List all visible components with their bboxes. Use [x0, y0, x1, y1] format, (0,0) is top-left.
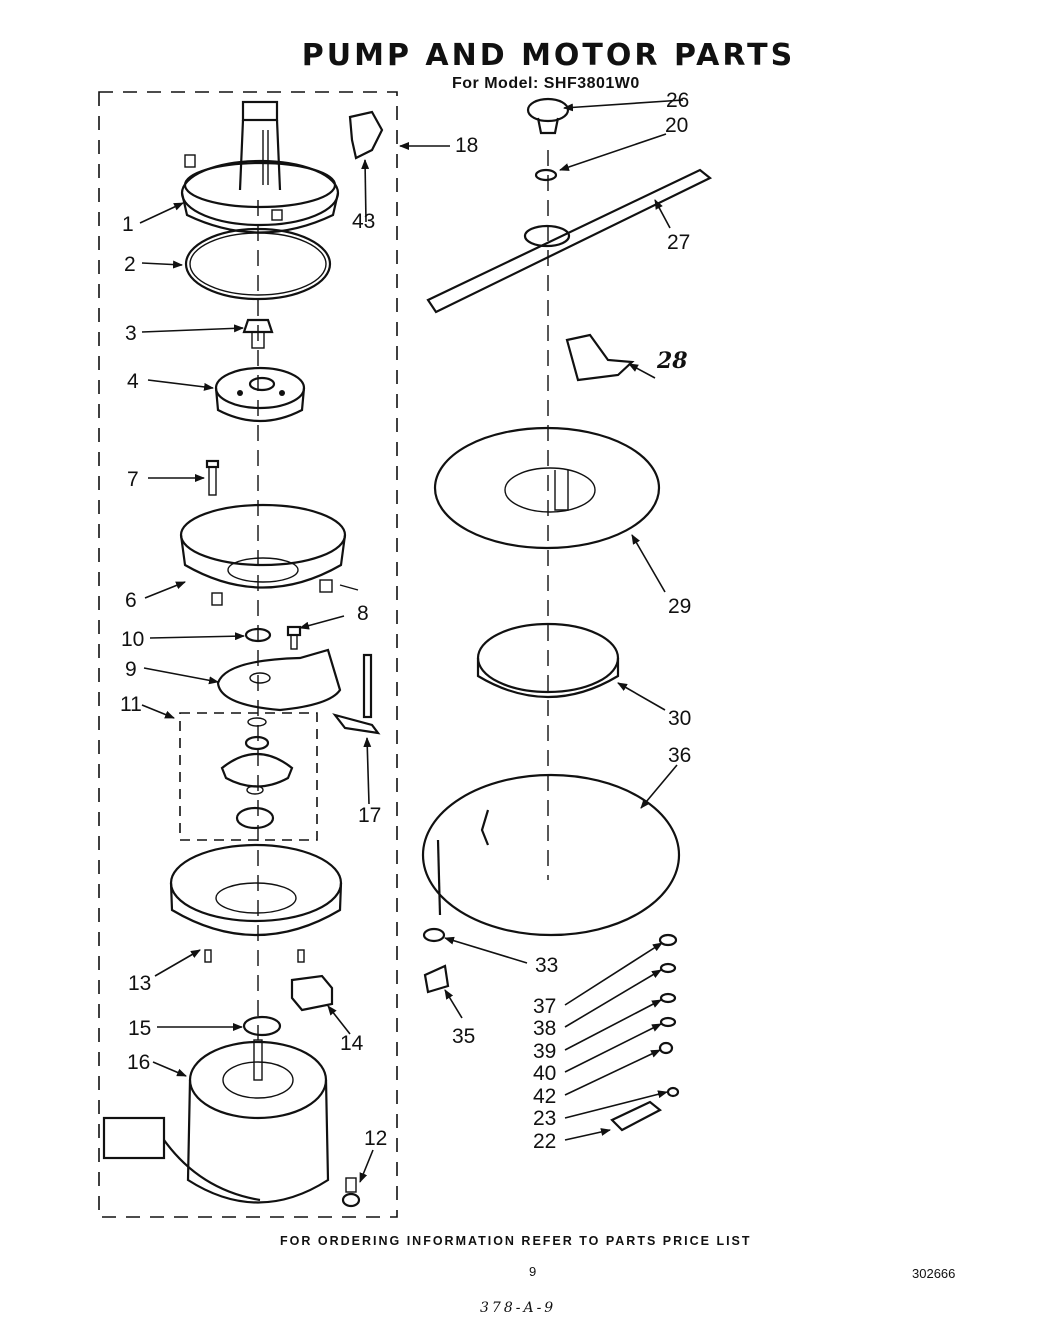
callout-29: 29 [668, 595, 691, 618]
callout-9: 9 [125, 658, 137, 681]
callout-35: 35 [452, 1025, 475, 1048]
ordering-note: FOR ORDERING INFORMATION REFER TO PARTS … [280, 1234, 752, 1248]
callout-30: 30 [668, 707, 691, 730]
part-pump-base-illustration [179, 503, 359, 606]
callout-36: 36 [668, 744, 691, 767]
callout-42: 42 [533, 1085, 556, 1108]
part-washer-15-illustration [242, 1015, 282, 1037]
callout-16: 16 [127, 1051, 150, 1074]
part-deflector-illustration [565, 333, 635, 382]
part-disk-illustration [214, 366, 306, 423]
part-bracket-illustration [423, 964, 450, 994]
callout-22: 22 [533, 1130, 556, 1153]
callout-1: 1 [122, 213, 134, 236]
part-terminal-illustration [610, 1100, 662, 1132]
callout-38: 38 [533, 1017, 556, 1040]
leader-lines [139, 99, 684, 1183]
callout-17: 17 [358, 804, 381, 827]
part-motor-illustration [102, 1039, 330, 1204]
part-ring-illustration [476, 622, 620, 698]
part-cap-illustration [526, 97, 570, 135]
document-number: 302666 [912, 1266, 956, 1281]
part-screw-7-illustration [205, 459, 220, 496]
part-motor-mount-illustration [169, 843, 343, 963]
part-screw-12-illustration [341, 1177, 361, 1208]
part-clip-43-illustration [348, 110, 384, 160]
callout-3: 3 [125, 322, 137, 345]
part-heater-illustration [421, 773, 681, 937]
model-number: For Model: SHF3801W0 [452, 75, 640, 92]
callout-40: 40 [533, 1062, 556, 1085]
callout-2: 2 [124, 253, 136, 276]
part-washer-20-illustration [534, 168, 558, 182]
callout-28: 28 [656, 348, 688, 374]
callout-7: 7 [127, 468, 139, 491]
callout-12: 12 [364, 1127, 387, 1150]
callout-23: 23 [533, 1107, 556, 1130]
callout-8: 8 [357, 602, 369, 625]
page-title: PUMP AND MOTOR PARTS [301, 38, 796, 73]
impeller-subassembly-boundary [179, 712, 318, 841]
part-spray-arm-illustration [426, 168, 713, 314]
callout-10: 10 [121, 628, 144, 651]
callout-39: 39 [533, 1040, 556, 1063]
handwritten-reference: 378-A-9 [480, 1300, 557, 1316]
pump-assembly-dashed-boundary [98, 91, 398, 1218]
callout-6: 6 [125, 589, 137, 612]
callout-14: 14 [340, 1032, 364, 1055]
callout-33: 33 [535, 954, 558, 977]
callout-43: 43 [352, 210, 375, 233]
callout-4: 4 [127, 370, 139, 393]
callout-20: 20 [665, 114, 688, 137]
callout-11: 11 [120, 693, 142, 716]
part-fitting-illustration [242, 318, 274, 349]
part-block-illustration [290, 974, 334, 1012]
part-pump-cover-illustration [180, 100, 340, 234]
part-washer-10-illustration [244, 627, 272, 643]
part-rod-illustration [332, 653, 381, 735]
callout-15: 15 [128, 1017, 151, 1040]
callout-26: 26 [666, 89, 689, 112]
part-hardware-stack-illustration [658, 933, 680, 1098]
callout-27: 27 [667, 231, 690, 254]
callout-13: 13 [128, 972, 151, 995]
callout-18: 18 [455, 134, 478, 157]
part-plate-illustration [216, 648, 342, 712]
part-impeller-illustration [220, 717, 294, 830]
part-nut-33-illustration [422, 927, 446, 943]
part-screw-8-illustration [286, 625, 302, 650]
callout-37: 37 [533, 995, 556, 1018]
part-filter-disc-illustration [433, 426, 661, 550]
page-number: 9 [529, 1264, 537, 1279]
part-o-ring-illustration [184, 227, 332, 301]
